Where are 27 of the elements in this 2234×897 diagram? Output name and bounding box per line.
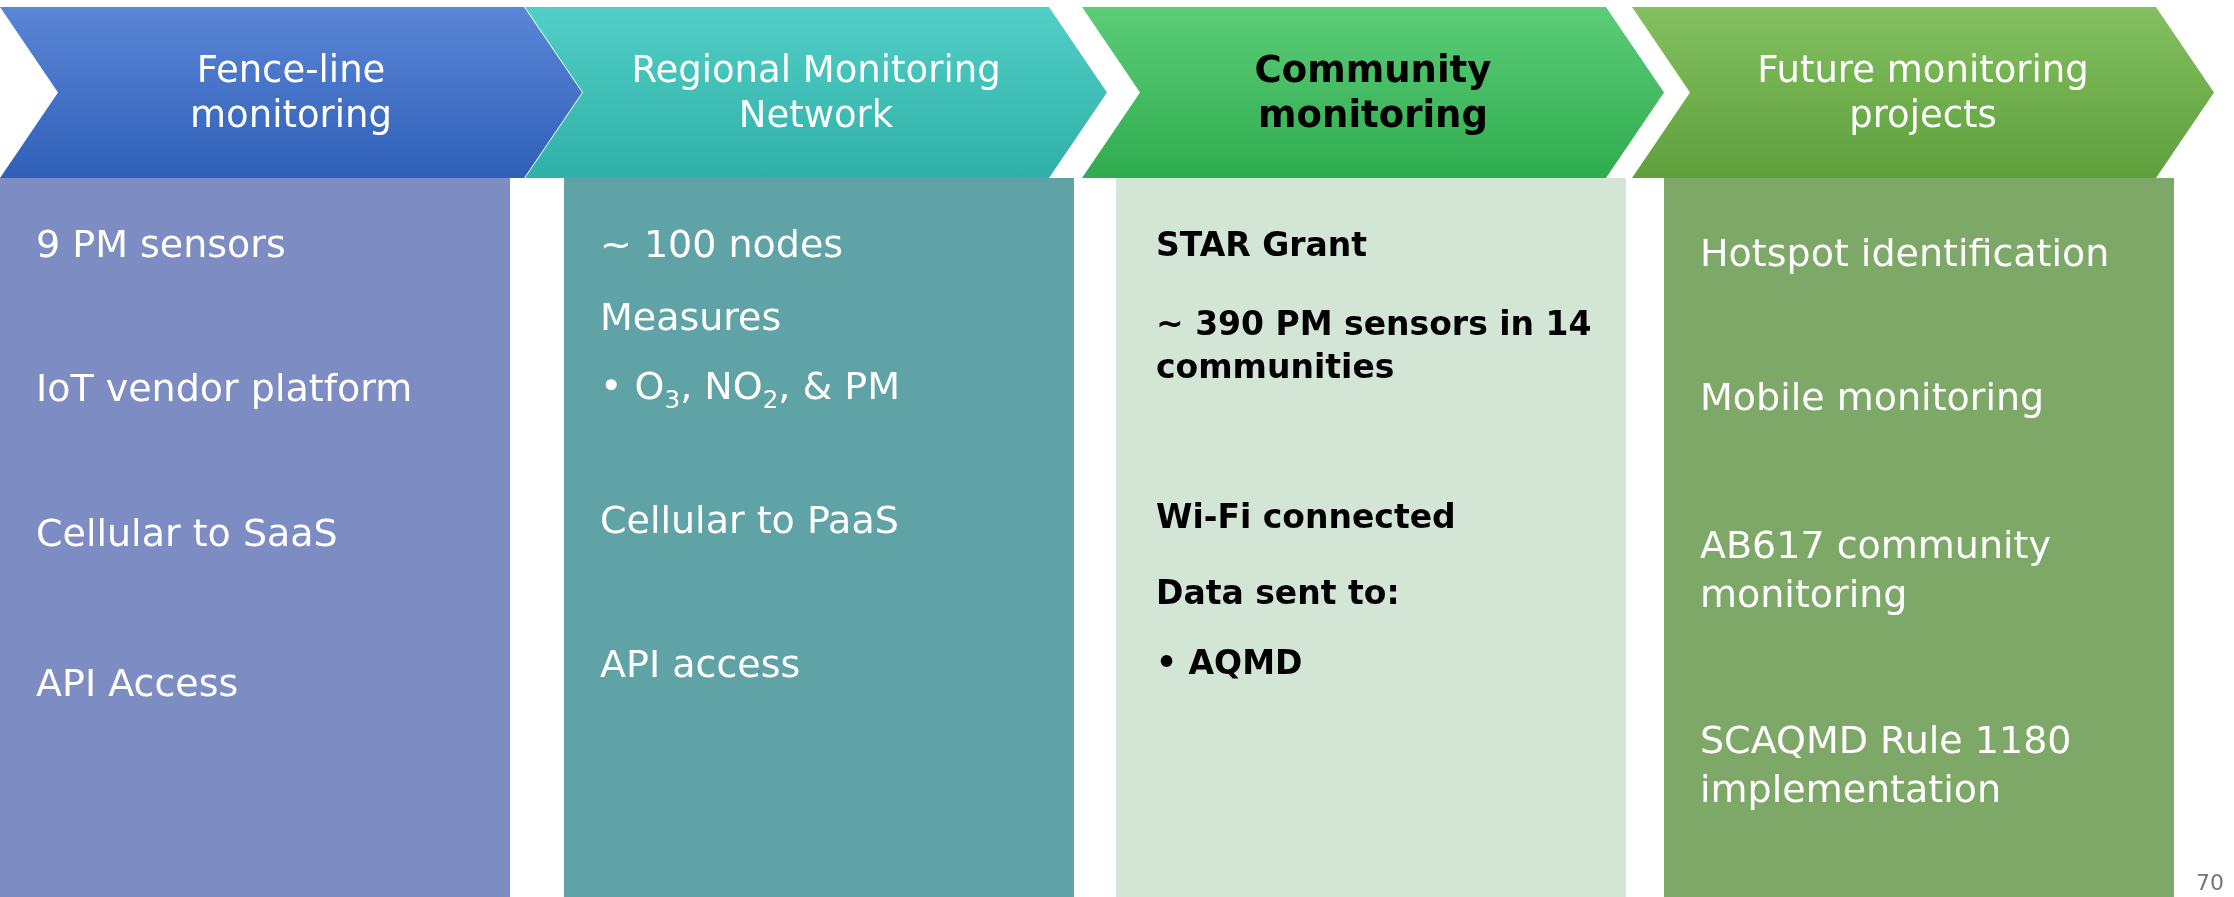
column-panel bbox=[564, 178, 1074, 897]
item-text: ~ 390 PM sensors in 14 communities bbox=[1156, 303, 1593, 388]
item-text: Cellular to PaaS bbox=[600, 497, 900, 545]
item-text: IoT vendor platform bbox=[36, 365, 414, 413]
column-panel bbox=[0, 178, 510, 897]
column-panel bbox=[1664, 178, 2174, 897]
item-text: • AQMD bbox=[1156, 641, 1304, 684]
item-text: • O$_{3}$, NO$_{2}$, & PM bbox=[600, 363, 901, 416]
item-text: ~ 100 nodes bbox=[600, 221, 845, 269]
item-text: STAR Grant bbox=[1156, 223, 1369, 266]
item-text: 9 PM sensors bbox=[36, 221, 287, 269]
item-text: API Access bbox=[36, 660, 240, 708]
stage-title: Fence-line monitoring bbox=[189, 48, 393, 137]
item-text: API access bbox=[600, 641, 802, 689]
stage-title: Future monitoring projects bbox=[1756, 48, 2090, 137]
item-text: AB617 community monitoring bbox=[1700, 521, 2052, 618]
item-text: Data sent to: bbox=[1156, 571, 1401, 614]
item-text: Wi-Fi connected bbox=[1156, 495, 1457, 538]
item-text: Cellular to SaaS bbox=[36, 510, 339, 558]
stage-title: Regional Monitoring Network bbox=[630, 48, 1002, 137]
item-text: Measures bbox=[600, 294, 783, 342]
item-text: Mobile monitoring bbox=[1700, 374, 2046, 422]
column-panel bbox=[1116, 178, 1626, 897]
item-text: Hotspot identification bbox=[1700, 230, 2111, 278]
page-number: 70 bbox=[2196, 870, 2224, 895]
item-text: SCAQMD Rule 1180 implementation bbox=[1700, 716, 2073, 813]
stage-title: Community monitoring bbox=[1253, 48, 1493, 137]
